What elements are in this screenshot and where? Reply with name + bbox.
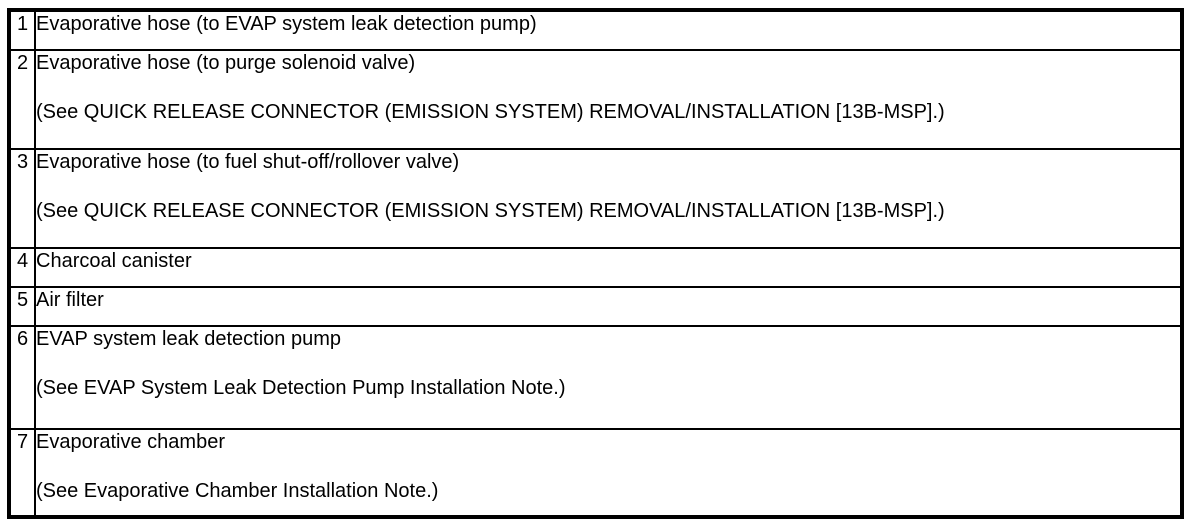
row-description-cell: Charcoal canister xyxy=(34,247,1183,288)
part-name: Air filter xyxy=(36,289,104,311)
table-row: 7 Evaporative chamber (See Evaporative C… xyxy=(8,428,1183,518)
row-description-cell: Evaporative hose (to fuel shut-off/rollo… xyxy=(34,148,1183,249)
row-number: 6 xyxy=(8,325,36,430)
row-description-cell: Evaporative hose (to purge solenoid valv… xyxy=(34,49,1183,150)
part-name: Evaporative hose (to purge solenoid valv… xyxy=(36,52,416,74)
row-number: 1 xyxy=(8,9,36,51)
see-reference-note: (See EVAP System Leak Detection Pump Ins… xyxy=(36,377,566,399)
row-number: 7 xyxy=(8,428,36,518)
table-row: 2 Evaporative hose (to purge solenoid va… xyxy=(8,49,1183,150)
part-name: Evaporative hose (to EVAP system leak de… xyxy=(36,13,537,35)
row-description-cell: Evaporative chamber (See Evaporative Cha… xyxy=(34,428,1183,518)
see-reference-note: (See Evaporative Chamber Installation No… xyxy=(36,480,439,502)
row-description-cell: Air filter xyxy=(34,286,1183,327)
see-reference-note: (See QUICK RELEASE CONNECTOR (EMISSION S… xyxy=(36,200,945,222)
row-number: 2 xyxy=(8,49,36,150)
row-number: 4 xyxy=(8,247,36,288)
row-description-cell: EVAP system leak detection pump (See EVA… xyxy=(34,325,1183,430)
row-number: 5 xyxy=(8,286,36,327)
see-reference-note: (See QUICK RELEASE CONNECTOR (EMISSION S… xyxy=(36,101,945,123)
table-row: 4 Charcoal canister xyxy=(8,247,1183,288)
part-name: Evaporative chamber xyxy=(36,431,225,453)
row-description-cell: Evaporative hose (to EVAP system leak de… xyxy=(34,9,1183,51)
part-name: Evaporative hose (to fuel shut-off/rollo… xyxy=(36,151,460,173)
row-number: 3 xyxy=(8,148,36,249)
table-row: 1 Evaporative hose (to EVAP system leak … xyxy=(8,9,1183,51)
table-row: 5 Air filter xyxy=(8,286,1183,327)
part-name: EVAP system leak detection pump xyxy=(36,328,341,350)
part-name: Charcoal canister xyxy=(36,250,192,272)
table-row: 3 Evaporative hose (to fuel shut-off/rol… xyxy=(8,148,1183,249)
parts-table-body: 1 Evaporative hose (to EVAP system leak … xyxy=(8,9,1183,518)
table-row: 6 EVAP system leak detection pump (See E… xyxy=(8,325,1183,430)
parts-legend-table: 1 Evaporative hose (to EVAP system leak … xyxy=(7,8,1184,519)
